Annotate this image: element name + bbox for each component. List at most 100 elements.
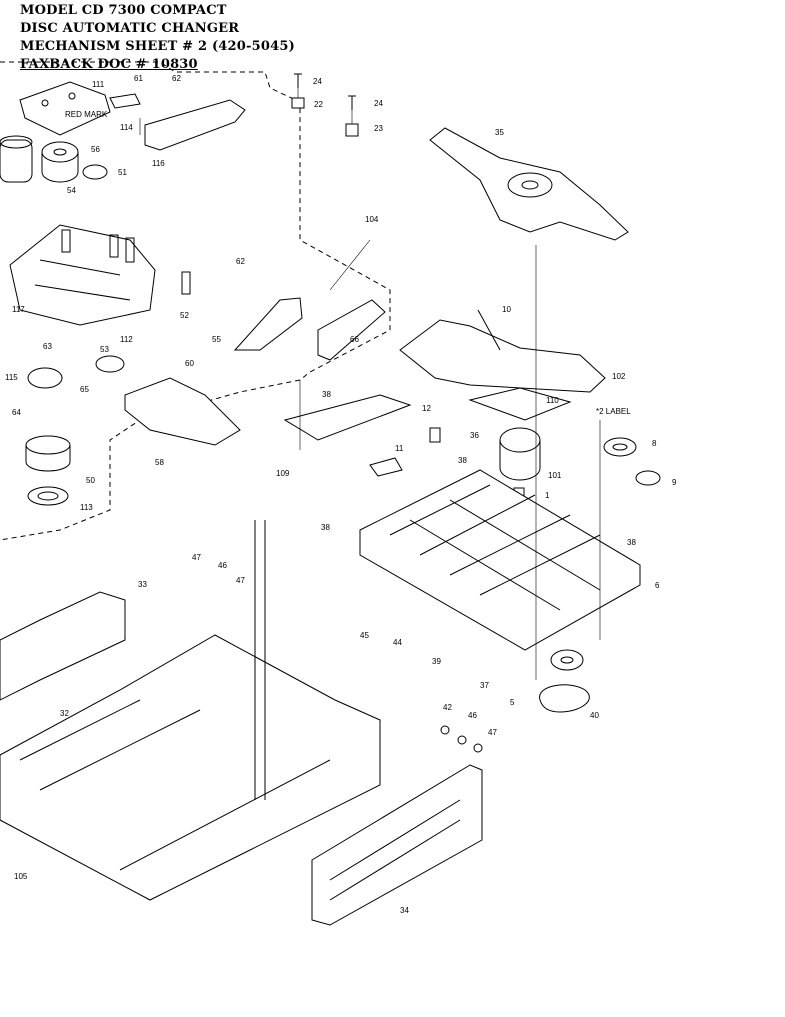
callout-23: 23	[374, 124, 383, 133]
callout-55: 55	[212, 335, 221, 344]
part-117-chassis-frame	[9, 224, 156, 326]
callout-5: 5	[510, 698, 515, 707]
callout-46b: 46	[468, 711, 477, 720]
part-5-pulley	[550, 649, 584, 671]
callout-114: 114	[120, 123, 133, 132]
part-51-disc	[82, 164, 108, 180]
part-24-screw-a	[294, 73, 302, 88]
part-motor-left	[0, 135, 33, 183]
callout-113: 113	[80, 503, 93, 512]
part-46-screw	[457, 735, 467, 745]
callout-46a: 46	[218, 561, 227, 570]
callout-110: 110	[546, 396, 559, 405]
part-6-tray	[359, 469, 641, 651]
callout-42: 42	[443, 703, 452, 712]
callout-labels: 111 61 62 24 22 24 23 114 116 RED MARK 5…	[5, 74, 677, 915]
part-111-plate	[19, 81, 111, 136]
part-105-base-chassis	[0, 520, 381, 901]
part-35-loading-arm	[429, 127, 629, 241]
changer-title: DISC AUTOMATIC CHANGER	[20, 21, 240, 36]
part-11-lever	[369, 457, 403, 477]
callout-50: 50	[86, 476, 95, 485]
callout-101: 101	[548, 471, 562, 480]
callout-1: 1	[545, 491, 550, 500]
callout-38c: 38	[321, 523, 330, 532]
callout-112: 112	[120, 335, 133, 344]
callout-58: 58	[155, 458, 164, 467]
part-12-clip	[429, 427, 441, 443]
part-34-front-panel	[311, 764, 483, 926]
part-33-bracket	[0, 591, 126, 701]
callout-35: 35	[495, 128, 504, 137]
callout-9: 9	[672, 478, 677, 487]
callout-62: 62	[172, 74, 181, 83]
callout-66: 66	[350, 335, 359, 344]
callout-47b: 47	[236, 576, 245, 585]
part-58-mechanism	[124, 377, 241, 446]
callout-36: 36	[470, 431, 479, 440]
part-109-plate	[283, 394, 412, 441]
callout-53: 53	[100, 345, 109, 354]
callout-6: 6	[655, 581, 660, 590]
part-10-spring	[477, 309, 501, 351]
callout-117: 117	[12, 305, 25, 314]
faxback-doc: FAXBACK DOC # 10830	[20, 57, 198, 72]
part-116-bracket	[144, 99, 246, 151]
part-66-slider	[317, 299, 386, 361]
callout-51: 51	[118, 168, 127, 177]
part-115-disc	[27, 367, 63, 389]
callout-10: 10	[502, 305, 511, 314]
model-title: MODEL CD 7300 COMPACT	[20, 3, 227, 18]
callout-32: 32	[60, 709, 69, 718]
part-47-washer	[473, 743, 483, 753]
callout-label2: *2 LABEL	[596, 407, 631, 416]
part-42-nut	[440, 725, 450, 735]
callout-45: 45	[360, 631, 369, 640]
part-23-spacer	[345, 100, 359, 137]
subassembly-outline	[0, 61, 391, 541]
document-header: MODEL CD 7300 COMPACT DISC AUTOMATIC CHA…	[20, 2, 295, 74]
callout-104: 104	[365, 215, 379, 224]
callout-44: 44	[393, 638, 402, 647]
part-110-plate	[468, 387, 572, 421]
callout-102: 102	[612, 372, 626, 381]
part-102-holder	[399, 319, 606, 393]
part-36-motor	[499, 427, 541, 481]
callout-105: 105	[14, 872, 28, 881]
callout-24b: 24	[374, 99, 383, 108]
part-114-spring	[109, 93, 141, 109]
callout-111: 111	[92, 80, 105, 89]
part-belt	[539, 684, 590, 713]
callout-37: 37	[480, 681, 489, 690]
callout-22: 22	[314, 100, 323, 109]
part-50-drum	[25, 435, 71, 472]
callout-56: 56	[91, 145, 100, 154]
callout-47a: 47	[192, 553, 201, 562]
callout-40: 40	[590, 711, 599, 720]
callout-12: 12	[422, 404, 431, 413]
callout-34: 34	[400, 906, 409, 915]
callout-61: 61	[134, 74, 143, 83]
part-53-gear	[95, 355, 125, 373]
callout-65: 65	[80, 385, 89, 394]
sheet-title: MECHANISM SHEET # 2 (420-5045)	[20, 39, 295, 54]
leader-lines	[139, 118, 601, 680]
part-9-gear	[635, 470, 661, 486]
callout-109: 109	[276, 469, 290, 478]
callout-11: 11	[395, 444, 404, 453]
callout-60: 60	[185, 359, 194, 368]
part-55-arm	[233, 297, 303, 351]
callout-38a: 38	[322, 390, 331, 399]
callout-8: 8	[652, 439, 657, 448]
callout-64: 64	[12, 408, 21, 417]
callout-52: 52	[180, 311, 189, 320]
part-8-gear	[603, 437, 637, 457]
part-24-screw-b	[348, 95, 356, 110]
callout-red-mark: RED MARK	[65, 110, 108, 119]
callout-116: 116	[152, 159, 165, 168]
callout-39: 39	[432, 657, 441, 666]
callout-38d: 38	[627, 538, 636, 547]
callout-38b: 38	[458, 456, 467, 465]
callout-54: 54	[67, 186, 76, 195]
